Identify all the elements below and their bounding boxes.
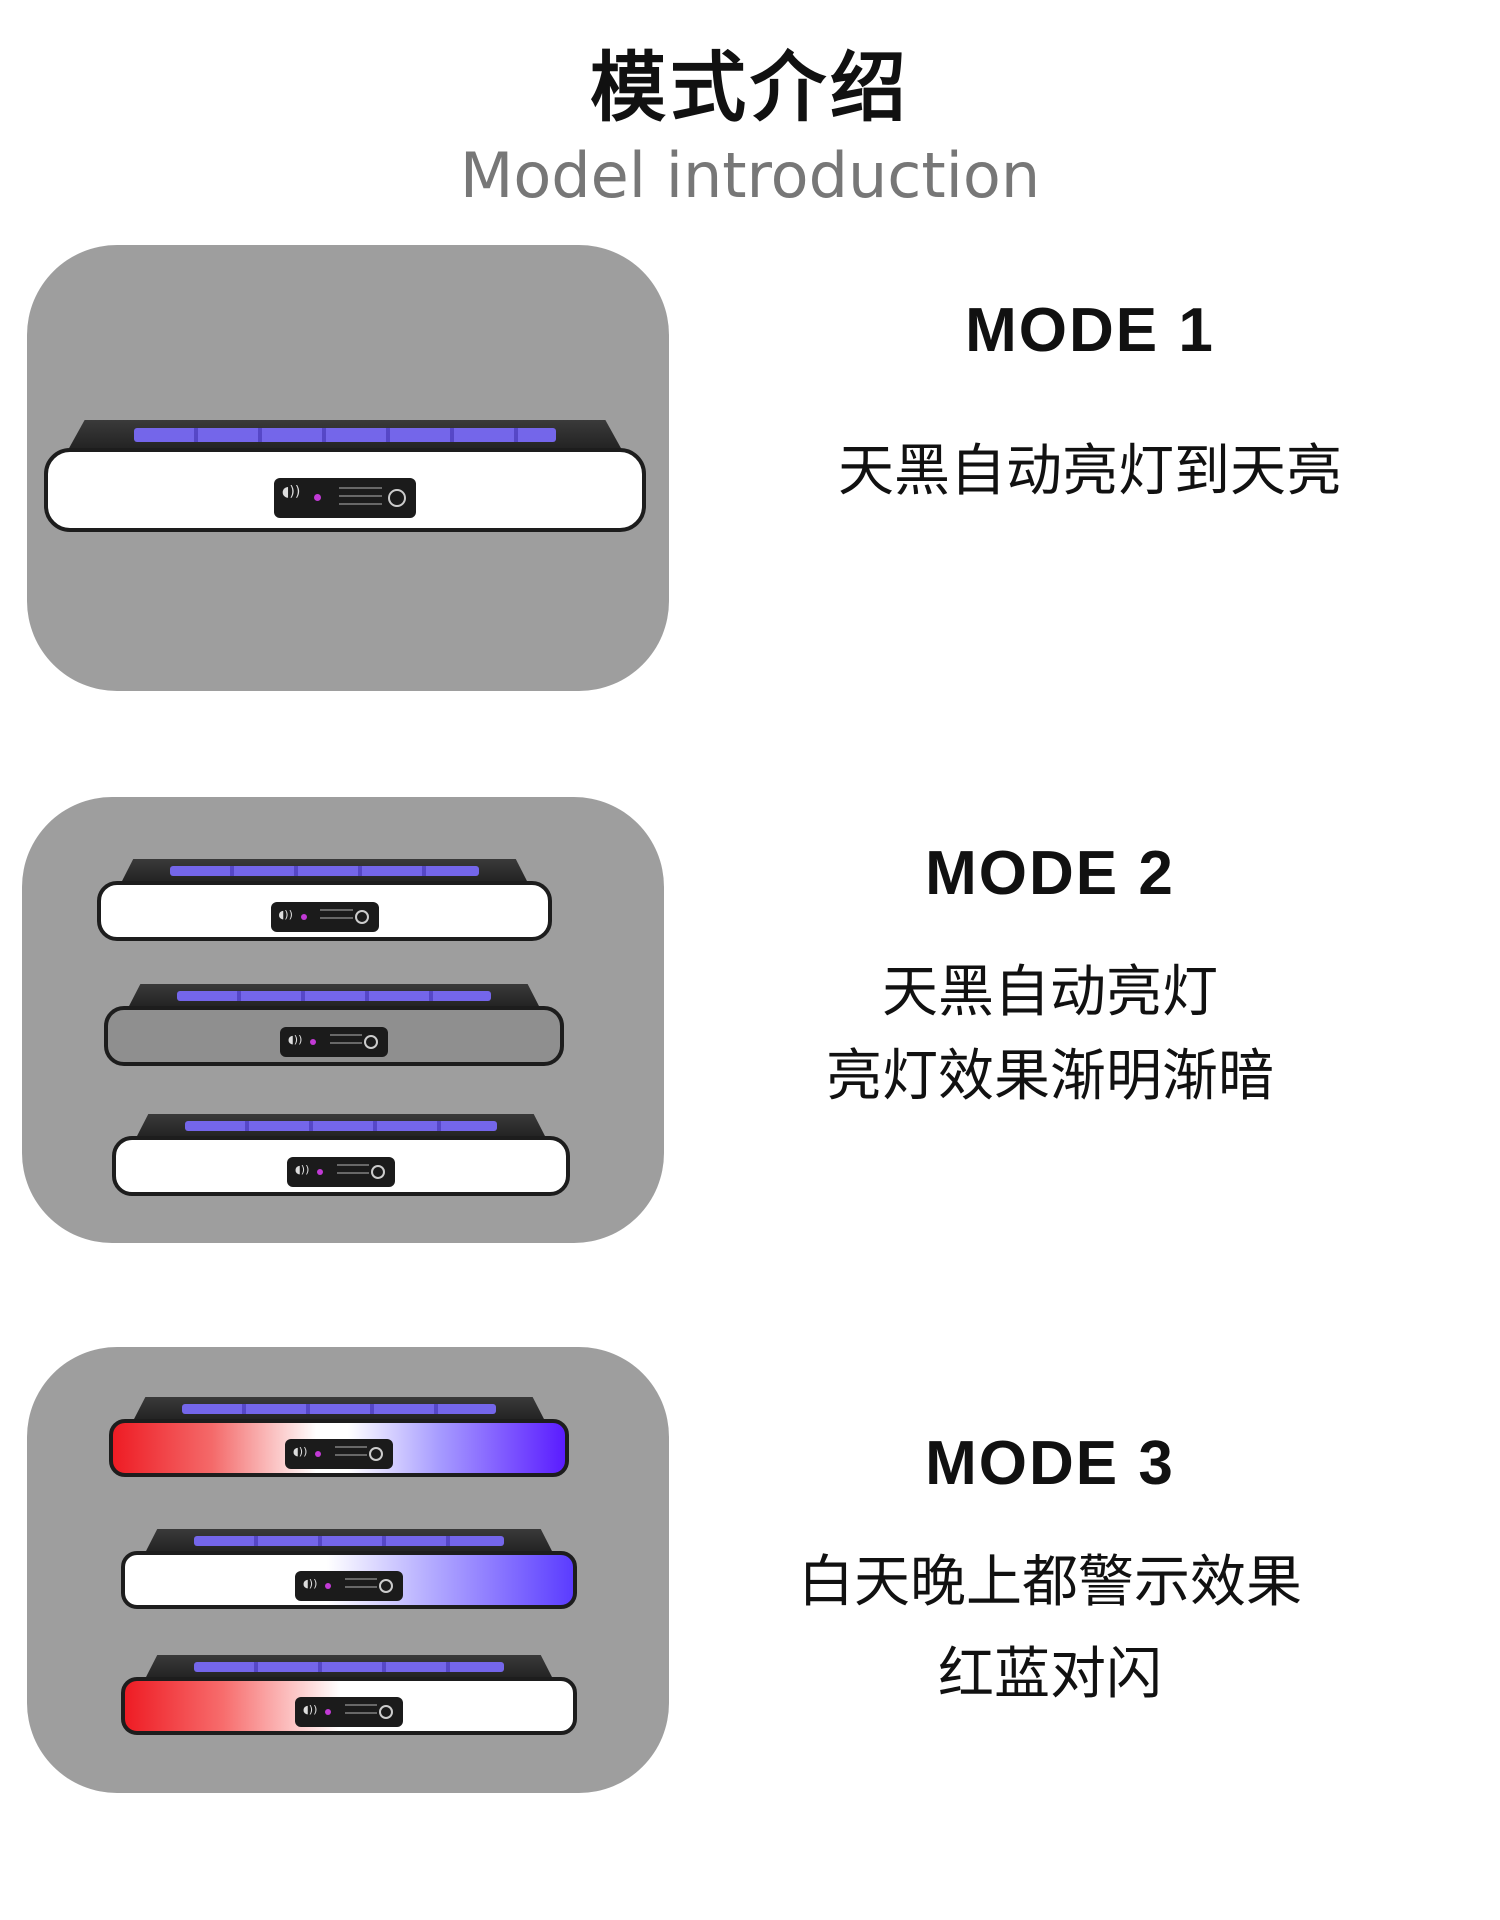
solar-top [145,1529,553,1553]
solar-panel [182,1404,496,1414]
mode-indicator-icon [325,1583,331,1589]
mode-description-line: 红蓝对闪 [938,1642,1162,1707]
power-button-icon[interactable] [388,489,406,507]
mode-labels [334,1445,368,1463]
solar-panel [169,866,480,876]
signal-icon: ◖)) [278,908,293,921]
power-button-icon[interactable] [369,1447,383,1461]
light-strip-grey: ◖)) [104,1006,564,1066]
light-strip-white: ◖)) [97,881,552,941]
control-panel: ◖)) [270,902,379,932]
mode-labels [336,1163,370,1181]
mode-title: MODE 1 [965,296,1215,365]
power-button-icon[interactable] [379,1705,393,1719]
light-bar: ◖)) [97,859,552,941]
control-panel: ◖)) [295,1697,403,1727]
mode-indicator-icon [310,1039,316,1045]
light-bar: ◖)) [109,1397,569,1477]
mode-3-info: MODE 3 白天晚上都警示效果 红蓝对闪 [660,1428,1440,1717]
light-bar: ◖)) [121,1529,577,1609]
solar-panel [177,991,491,1001]
solar-top [128,984,540,1008]
mode-indicator-icon [300,914,307,920]
mode-description: 天黑自动亮灯到天亮 [700,430,1480,514]
control-panel: ◖)) [285,1439,393,1469]
mode-title: MODE 2 [925,839,1175,908]
mode-description-line: 白天晚上都警示效果 [798,1550,1302,1615]
power-button-icon[interactable] [371,1165,385,1179]
page-header: 模式介绍 Model introduction [0,40,1500,216]
page-title: 模式介绍 [590,43,910,132]
mode-description: 白天晚上都警示效果 红蓝对闪 [660,1541,1440,1717]
solar-panel [134,428,556,442]
signal-icon: ◖)) [282,484,301,500]
power-button-icon[interactable] [379,1579,393,1593]
solar-top [133,1397,545,1421]
mode-2-image-panel: ◖)) ◖)) ◖)) [22,797,664,1243]
signal-icon: ◖)) [293,1445,308,1458]
light-bar: ◖)) [121,1655,577,1735]
mode-indicator-icon [315,1451,321,1457]
mode-labels [339,486,382,510]
light-bar: ◖)) [104,984,564,1066]
control-panel: ◖)) [295,1571,403,1601]
signal-icon: ◖)) [303,1703,318,1716]
light-strip-white: ◖)) [112,1136,570,1196]
mode-labels [320,908,353,926]
solar-top [136,1114,546,1138]
mode-3-image-panel: ◖)) ◖)) ◖)) [27,1347,669,1793]
control-panel: ◖)) [280,1027,388,1057]
solar-top [68,420,622,450]
solar-panel [193,1662,505,1672]
mode-indicator-icon [325,1709,331,1715]
solar-top [145,1655,553,1679]
mode-1-info: MODE 1 天黑自动亮灯到天亮 [700,295,1480,514]
light-strip-white-blue: ◖)) [121,1551,577,1609]
mode-description-line: 亮灯效果渐明渐暗 [826,1044,1274,1109]
light-bar: ◖)) [112,1114,570,1196]
light-strip-white: ◖)) [44,448,646,532]
signal-icon: ◖)) [295,1163,310,1176]
mode-title: MODE 3 [925,1429,1175,1498]
mode-labels [329,1033,363,1051]
mode-indicator-icon [314,494,321,501]
control-panel: ◖)) [274,478,416,518]
mode-description-line: 天黑自动亮灯到天亮 [838,439,1342,504]
mode-indicator-icon [317,1169,323,1175]
power-button-icon[interactable] [354,910,369,924]
signal-icon: ◖)) [303,1577,318,1590]
light-strip-red-blue: ◖)) [109,1419,569,1477]
solar-panel [185,1121,497,1131]
mode-description: 天黑自动亮灯 亮灯效果渐明渐暗 [660,951,1440,1119]
page-subtitle: Model introduction [459,139,1041,212]
solar-panel [193,1536,505,1546]
mode-labels [344,1703,378,1721]
mode-1-image-panel: ◖)) [27,245,669,691]
mode-labels [344,1577,378,1595]
mode-description-line: 天黑自动亮灯 [882,960,1218,1025]
control-panel: ◖)) [287,1157,395,1187]
light-strip-red-white: ◖)) [121,1677,577,1735]
power-button-icon[interactable] [364,1035,378,1049]
signal-icon: ◖)) [288,1033,303,1046]
solar-top [121,859,528,883]
light-bar: ◖)) [44,420,646,532]
mode-2-info: MODE 2 天黑自动亮灯 亮灯效果渐明渐暗 [660,838,1440,1119]
